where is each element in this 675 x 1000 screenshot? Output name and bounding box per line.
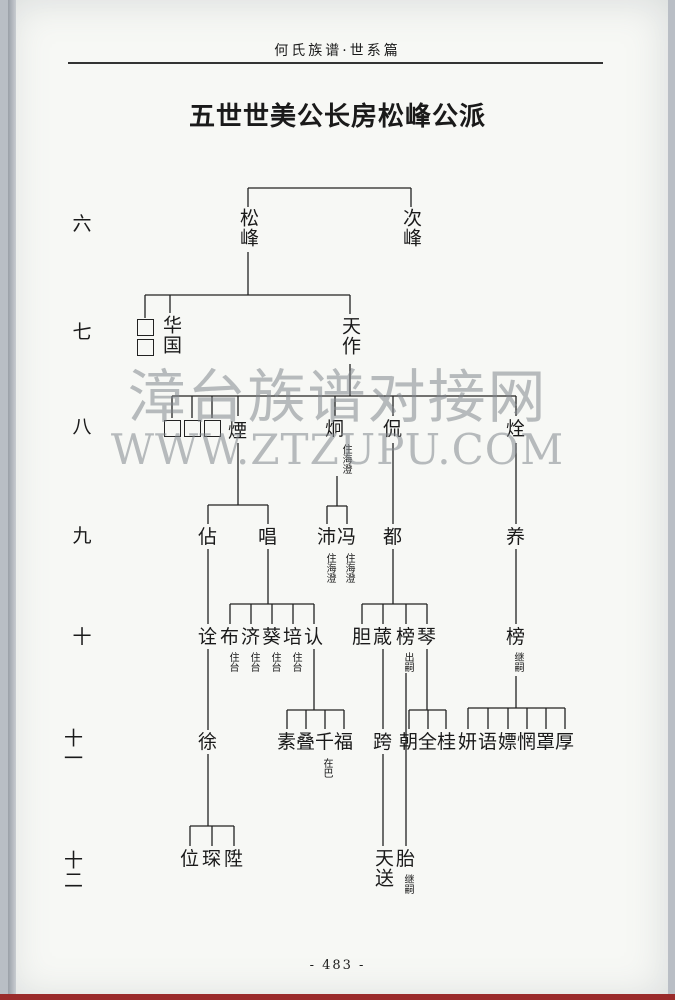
person-kan: 侃: [383, 418, 403, 440]
page-title: 五世世美公长房松峰公派: [188, 102, 486, 132]
person-tai: 胎: [396, 848, 416, 870]
note-chusi: 出嗣: [402, 652, 413, 672]
person-cang: 葴: [373, 626, 393, 648]
person-feng: 冯: [337, 526, 357, 548]
person-du: 都: [383, 526, 403, 548]
note-zaiba: 在巴: [321, 758, 332, 778]
person-ji: 济: [241, 626, 261, 648]
person-tianzuo: 天作: [339, 316, 361, 356]
generation-label-6: 六: [72, 213, 92, 235]
note-jisi: 继嗣: [402, 874, 413, 894]
header-rule: [68, 62, 603, 64]
person-tiansong: 天送: [372, 848, 394, 888]
note-zhuhaicheng: 住海澄: [324, 553, 335, 583]
person-su: 素: [277, 731, 297, 753]
running-header: 何氏族谱·世系篇: [274, 43, 401, 59]
unknown-name-box: [164, 420, 181, 437]
person-songfeng: 松峰: [237, 208, 259, 248]
note-zhuhaicheng: 住海澄: [340, 444, 351, 474]
person-yang: 养: [506, 526, 526, 548]
person-zhan: 佔: [198, 526, 218, 548]
unknown-name-box: [137, 319, 154, 336]
generation-label-9: 九: [72, 525, 92, 547]
person-xu: 徐: [198, 731, 218, 753]
person-chao: 朝: [399, 731, 419, 753]
bottom-red-rule: [0, 994, 675, 1000]
unknown-name-box: [137, 339, 154, 356]
person-piao: 嫖: [498, 731, 518, 753]
unknown-name-box: [204, 420, 221, 437]
note-jisi: 继嗣: [512, 652, 523, 672]
person-hou: 厚: [555, 731, 575, 753]
person-gui: 桂: [437, 731, 457, 753]
person-dan: 胆: [352, 626, 372, 648]
person-zhi: 陞: [224, 848, 244, 870]
person-yan2: 妍: [458, 731, 478, 753]
person-bang2: 榜: [506, 626, 526, 648]
person-fu: 福: [334, 731, 354, 753]
person-cifeng: 次峰: [400, 208, 422, 248]
note-zhutai: 住台: [248, 652, 259, 672]
person-yan: 煙: [228, 420, 248, 442]
person-wei: 位: [180, 848, 200, 870]
person-pei2: 培: [283, 626, 303, 648]
person-die: 叠: [296, 731, 316, 753]
unknown-name-box: [184, 420, 201, 437]
person-kua: 跨: [373, 731, 393, 753]
person-chen: 琛: [202, 848, 222, 870]
person-qin: 琴: [417, 626, 437, 648]
page: [8, 0, 668, 1000]
generation-label-12: 十二: [61, 850, 83, 890]
person-huaguo: 华国: [160, 315, 182, 355]
person-jiong: 炯: [325, 418, 345, 440]
note-zhuhaicheng: 住海澄: [343, 553, 354, 583]
person-xing: 烇: [506, 418, 526, 440]
person-chang: 唱: [258, 526, 278, 548]
person-ren: 认: [304, 626, 324, 648]
person-kui: 葵: [262, 626, 282, 648]
note-zhutai: 住台: [227, 652, 238, 672]
person-bang: 榜: [396, 626, 416, 648]
page-number: - 483 -: [309, 958, 366, 973]
person-quan2: 全: [418, 731, 438, 753]
book-spine: [8, 0, 16, 1000]
generation-label-7: 七: [72, 321, 92, 343]
person-quan: 诠: [198, 626, 218, 648]
person-yu: 语: [478, 731, 498, 753]
person-guo: 惘: [517, 731, 537, 753]
person-qian: 千: [315, 731, 335, 753]
note-zhutai: 住台: [269, 652, 280, 672]
person-zhao: 罩: [536, 731, 556, 753]
generation-label-10: 十: [72, 626, 92, 648]
generation-label-8: 八: [72, 416, 92, 438]
person-pei: 沛: [317, 526, 337, 548]
person-bu: 布: [220, 626, 240, 648]
note-zhutai: 住台: [290, 652, 301, 672]
generation-label-11: 十一: [61, 728, 83, 768]
